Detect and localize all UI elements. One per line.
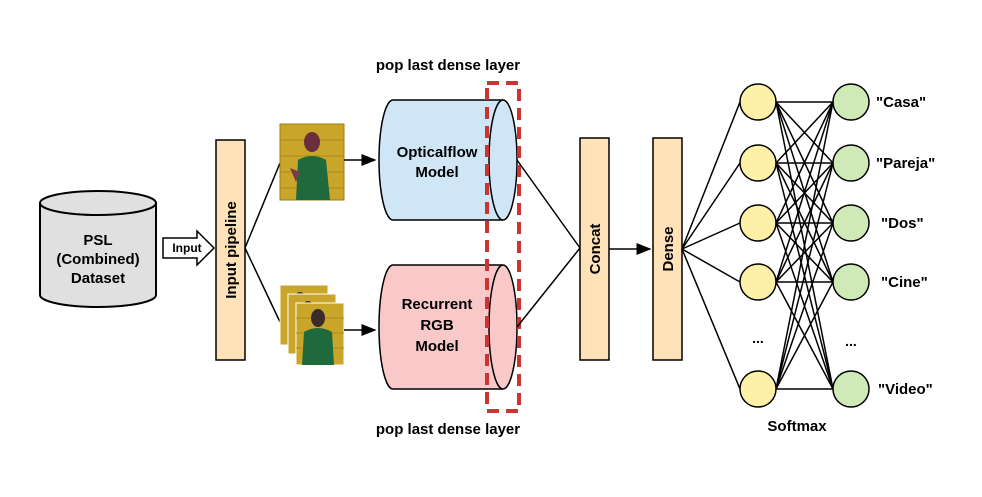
- rgb-model-label-2: RGB: [420, 317, 454, 334]
- hidden-node: [739, 144, 777, 182]
- opticalflow-frame-image: [279, 123, 345, 201]
- hidden-to-output-line: [775, 222, 834, 283]
- hidden-to-output-line: [775, 101, 834, 164]
- output-class-labels: "Casa" "Pareja" "Dos" "Cine" "Video": [876, 94, 935, 398]
- rgb-model-label-1: Recurrent: [402, 296, 473, 313]
- hidden-node: [739, 370, 777, 408]
- hidden-node: [739, 83, 777, 121]
- opticalflow-model-label-2: Model: [415, 164, 458, 181]
- dense-block: Dense: [652, 137, 683, 361]
- output-class-label: "Pareja": [876, 155, 935, 172]
- hidden-node: [739, 204, 777, 242]
- dense-to-hidden-line: [681, 101, 741, 250]
- rgb-model-cylinder: Recurrent RGB Model: [378, 264, 518, 390]
- dense-label: Dense: [660, 226, 677, 271]
- opticalflow-model-label-1: Opticalflow: [397, 144, 478, 161]
- output-node: [832, 370, 870, 408]
- bottom-pop-layer-note: pop last dense layer: [376, 421, 520, 438]
- input-pipeline-label: Input pipeline: [223, 201, 240, 299]
- hidden-to-output-line: [775, 101, 834, 224]
- concat-block: Concat: [579, 137, 610, 361]
- output-node: [832, 204, 870, 242]
- concat-label: Concat: [587, 224, 604, 275]
- hidden-to-output-line: [775, 222, 834, 390]
- output-node: [832, 144, 870, 182]
- dense-to-hidden-line: [681, 248, 741, 390]
- output-class-label: "Dos": [881, 215, 924, 232]
- dense-to-hidden-line: [681, 248, 741, 283]
- hidden-node: [739, 263, 777, 301]
- dataset-cylinder: PSL (Combined) Dataset: [39, 190, 157, 308]
- input-pipeline-block: Input pipeline: [215, 139, 246, 361]
- hidden-to-output-line: [775, 101, 834, 283]
- dense-to-hidden-line: [681, 162, 741, 250]
- input-arrow-label: Input: [172, 241, 201, 255]
- output-class-label: "Video": [878, 381, 933, 398]
- hidden-ellipsis: ...: [752, 330, 764, 346]
- hidden-to-output-line: [775, 281, 834, 390]
- top-pop-layer-note: pop last dense layer: [376, 57, 520, 74]
- hidden-to-output-line: [775, 162, 834, 283]
- output-class-label: "Cine": [881, 274, 928, 291]
- input-arrow: Input: [162, 229, 216, 267]
- pop-layer-dashed-box: [485, 81, 521, 413]
- dataset-label-line-1: PSL: [83, 232, 112, 249]
- network-connections: [681, 101, 834, 390]
- rgb-frames-image: [279, 284, 345, 366]
- output-layer-nodes: [832, 83, 870, 408]
- output-node: [832, 83, 870, 121]
- hidden-to-output-line: [775, 162, 834, 390]
- dataset-label-line-3: Dataset: [71, 270, 125, 287]
- rgb-model-label-3: Model: [415, 338, 458, 355]
- softmax-label: Softmax: [767, 418, 827, 435]
- dense-to-hidden-line: [681, 222, 741, 250]
- hidden-to-output-line: [775, 101, 834, 390]
- output-ellipsis: ...: [845, 333, 857, 349]
- output-class-label: "Casa": [876, 94, 926, 111]
- dataset-label-line-2: (Combined): [56, 251, 139, 268]
- opticalflow-model-cylinder: Opticalflow Model: [378, 99, 518, 221]
- hidden-layer-nodes: [739, 83, 777, 408]
- output-node: [832, 263, 870, 301]
